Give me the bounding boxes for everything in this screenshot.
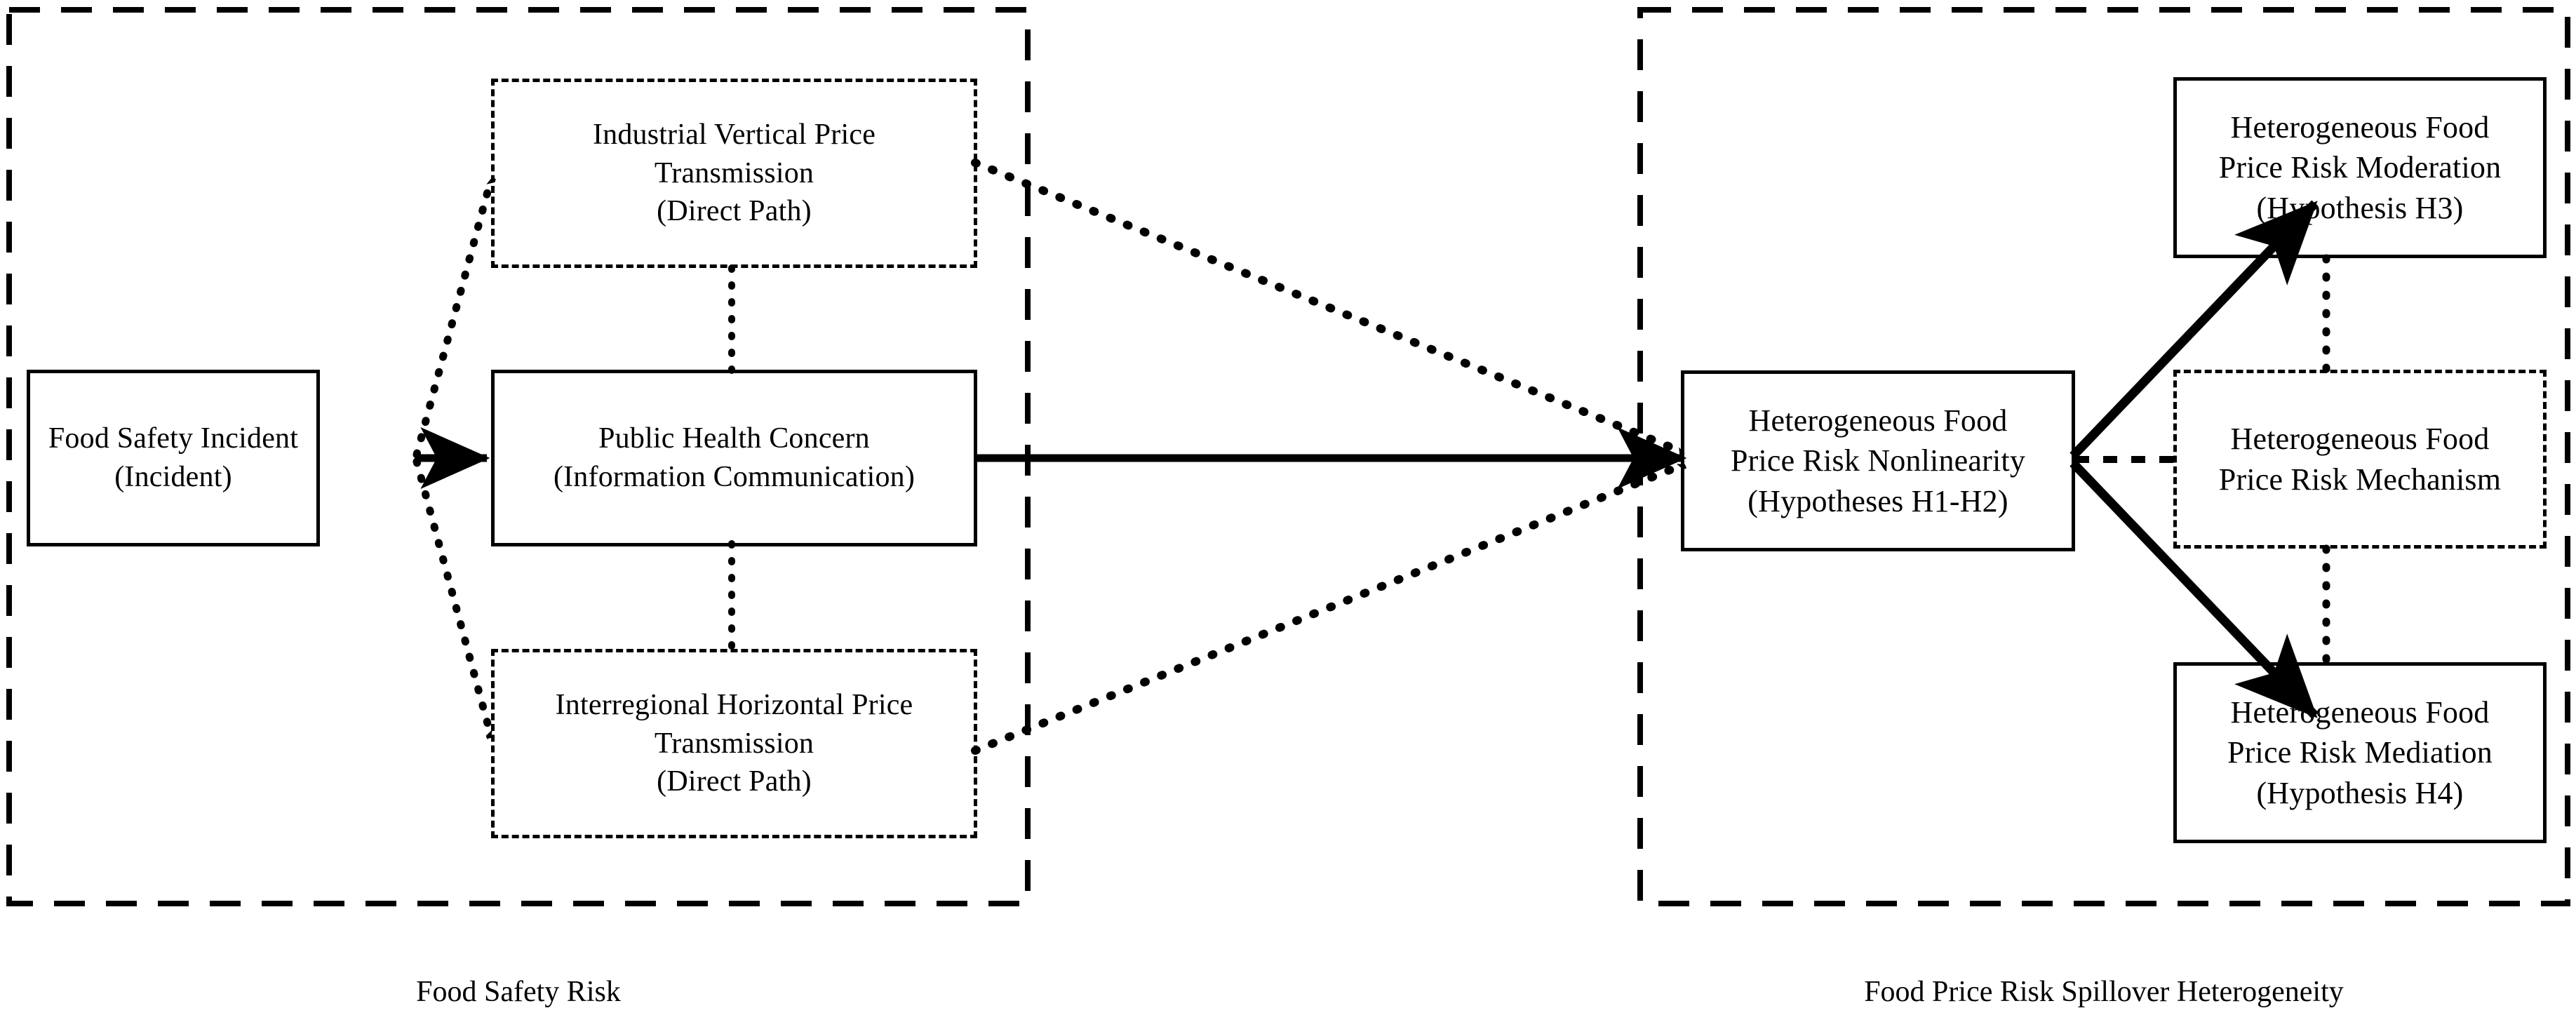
node-line: Price Risk Mediation (2227, 735, 2493, 770)
node-line: Heterogeneous Food (2230, 695, 2490, 730)
node-line: Industrial Vertical Price (592, 119, 876, 152)
node-line: Interregional Horizontal Price (555, 689, 913, 722)
node-food-safety-incident[interactable]: Food Safety Incident (Incident) (27, 370, 320, 546)
connector-nonlinearity-to-moderation (2069, 200, 2319, 459)
group-caption-food-price-risk-spillover: Food Price Risk Spillover Heterogeneity (1864, 976, 2344, 1008)
node-line: (Hypotheses H1-H2) (1747, 483, 2008, 518)
node-line: Public Health Concern (598, 422, 870, 455)
node-price-risk-nonlinearity[interactable]: Heterogeneous Food Price Risk Nonlineari… (1681, 370, 2075, 551)
node-interregional-horizontal-price-transmission[interactable]: Interregional Horizontal Price Transmiss… (491, 649, 977, 838)
node-line: (Hypothesis H4) (2256, 775, 2464, 810)
group-caption-food-safety-risk: Food Safety Risk (416, 976, 621, 1008)
node-line: (Hypothesis H3) (2256, 190, 2464, 225)
node-line: Transmission (654, 156, 814, 189)
node-price-risk-mechanism[interactable]: Heterogeneous Food Price Risk Mechanism (2173, 370, 2547, 549)
connector-nonlinearity-to-mediation (2069, 459, 2319, 719)
node-line: (Direct Path) (657, 765, 812, 798)
node-line: Price Risk Moderation (2218, 150, 2502, 185)
node-line: Heterogeneous Food (1748, 403, 2008, 438)
node-line: (Direct Path) (657, 195, 812, 228)
node-line: Heterogeneous Food (2230, 422, 2490, 457)
node-line: Heterogeneous Food (2230, 110, 2490, 145)
node-public-health-concern[interactable]: Public Health Concern (Information Commu… (491, 370, 977, 546)
connector-vertical-to-nonlinearity (971, 159, 1688, 452)
node-line: Food Safety Incident (48, 422, 299, 455)
node-price-risk-mediation[interactable]: Heterogeneous Food Price Risk Mediation … (2173, 662, 2547, 843)
node-industrial-vertical-price-transmission[interactable]: Industrial Vertical Price Transmission (… (491, 79, 977, 268)
connector-incident-to-horizontal (412, 457, 495, 741)
connector-incident-to-vertical (412, 175, 491, 459)
node-line: (Incident) (114, 461, 232, 493)
node-line: Price Risk Mechanism (2218, 462, 2502, 497)
connector-horizontal-to-nonlinearity (971, 460, 1688, 755)
node-line: Transmission (654, 727, 814, 760)
node-line: (Information Communication) (553, 461, 915, 493)
node-price-risk-moderation[interactable]: Heterogeneous Food Price Risk Moderation… (2173, 77, 2547, 258)
node-line: Price Risk Nonlinearity (1730, 443, 2026, 478)
